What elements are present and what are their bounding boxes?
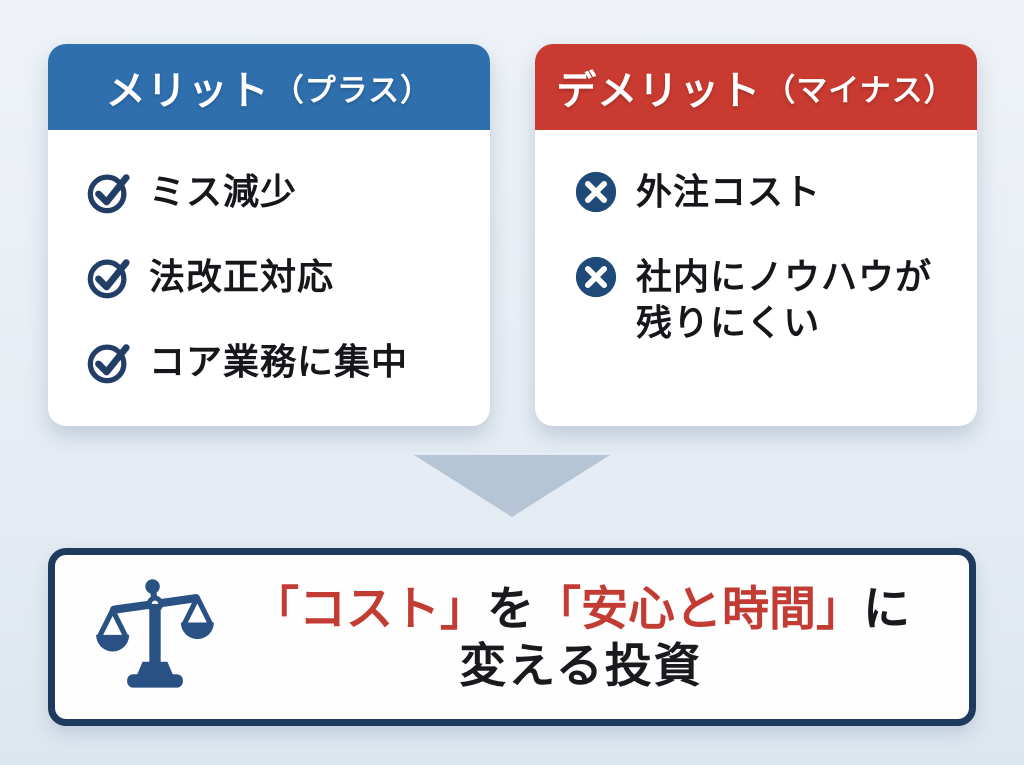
merit-item-label: ミス減少 (149, 171, 298, 212)
merit-list-item: 法改正対応 (86, 254, 470, 300)
balance-scale-icon (93, 570, 217, 704)
demerit-list-item: 社内にノウハウが 残りにくい (573, 254, 957, 346)
merit-card-header: メリット （プラス） (48, 44, 490, 130)
conclusion-bar: 「コスト」を「安心と時間」に 変える投資 (48, 548, 976, 726)
demerit-card-title-suffix: （マイナス） (764, 72, 956, 108)
demerit-card-header: デメリット （マイナス） (535, 44, 977, 130)
demerit-item-label: 外注コスト (636, 171, 822, 212)
demerit-card-title: デメリット (556, 69, 762, 113)
demerit-item-label: 社内にノウハウが 残りにくい (636, 256, 933, 343)
merit-card-title: メリット (105, 69, 270, 113)
merit-list-item: ミス減少 (86, 169, 470, 215)
check-circle-icon (86, 339, 132, 385)
x-circle-icon (573, 169, 619, 215)
conclusion-cost: 「コスト」 (252, 582, 487, 635)
check-circle-icon (86, 169, 132, 215)
merit-item-label: 法改正対応 (149, 256, 335, 297)
demerit-list: 外注コスト 社内にノウハウが 残りにくい (535, 130, 977, 346)
down-arrow (414, 455, 610, 517)
conclusion-line2: 変える投資 (459, 639, 703, 692)
merit-card: メリット （プラス） ミス減少 (48, 44, 490, 426)
comparison-cards-row: メリット （プラス） ミス減少 (48, 44, 977, 426)
conclusion-ni: に (863, 582, 910, 635)
conclusion-wo: を (487, 582, 534, 635)
demerit-list-item: 外注コスト (573, 169, 957, 215)
merit-card-title-suffix: （プラス） (272, 72, 433, 108)
x-circle-icon (573, 254, 619, 300)
merit-item-label: コア業務に集中 (149, 341, 409, 382)
merit-list-item: コア業務に集中 (86, 339, 470, 385)
conclusion-line1: 「コスト」を「安心と時間」に (217, 585, 945, 632)
merit-list: ミス減少 法改正対応 (48, 130, 490, 385)
conclusion-anshin-jikan: 「安心と時間」 (534, 582, 863, 635)
check-circle-icon (86, 254, 132, 300)
demerit-card: デメリット （マイナス） 外注コスト (535, 44, 977, 426)
conclusion-text: 「コスト」を「安心と時間」に 変える投資 (217, 585, 945, 689)
